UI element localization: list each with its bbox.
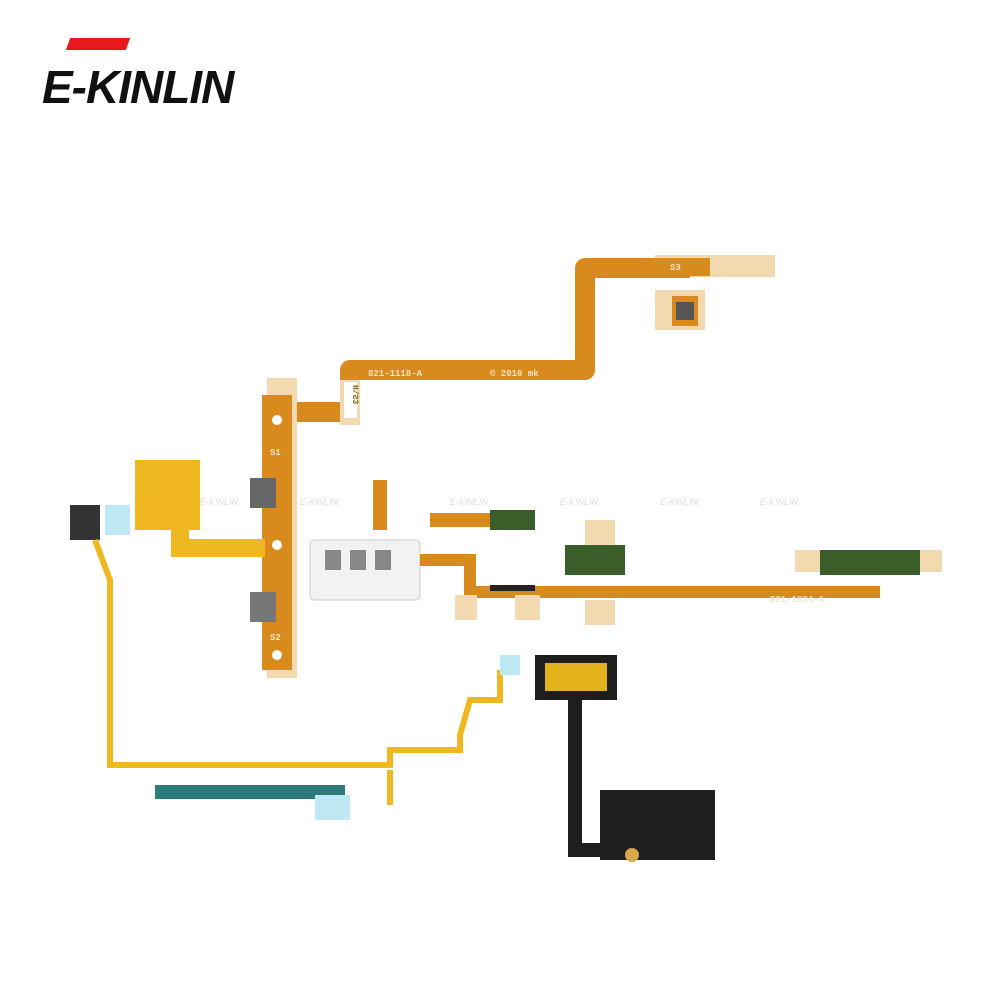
watermark: E-KINLIN: [300, 497, 339, 507]
s3-label: S3: [670, 263, 681, 273]
yellow-flex-cable: [70, 505, 520, 820]
button-pad: [820, 550, 920, 575]
watermark: E-KINLIN: [200, 497, 239, 507]
switch-s3: [676, 302, 694, 320]
logo-text: E-KINLIN: [42, 61, 234, 113]
watermark: E-KINLIN: [560, 497, 599, 507]
middle-flex-cable: 821-1024-A: [309, 480, 942, 625]
part-number-label: 821-1024-A: [770, 595, 825, 605]
black-flex-cable: [535, 655, 715, 862]
dock-block: [600, 790, 715, 860]
connector: [545, 663, 607, 691]
s2-label: S2: [270, 633, 281, 643]
watermark-row: E-KINLIN E-KINLIN E-KINLIN E-KINLIN E-KI…: [200, 497, 799, 507]
part-number-label: 821-1118-A: [368, 369, 423, 379]
connector-comb: [135, 460, 200, 530]
switch-s2: [250, 592, 276, 622]
side-code-label: H/Ƨ3: [350, 385, 359, 404]
watermark: E-KINLIN: [660, 497, 699, 507]
switch: [70, 505, 100, 540]
copyright-label: © 2010 mk: [490, 369, 539, 379]
top-flex-cable: H/Ƨ3 821-1118-A © 2010 mk S1 S2 S3: [135, 255, 775, 678]
watermark: E-KINLIN: [760, 497, 799, 507]
watermark: E-KINLIN: [450, 497, 489, 507]
s1-label: S1: [270, 448, 281, 458]
button-strip: [155, 785, 345, 799]
switch-s1: [250, 478, 276, 508]
button-pad: [565, 545, 625, 575]
brand-logo: E-KINLIN: [40, 38, 280, 114]
side-code-tag: [344, 382, 357, 418]
